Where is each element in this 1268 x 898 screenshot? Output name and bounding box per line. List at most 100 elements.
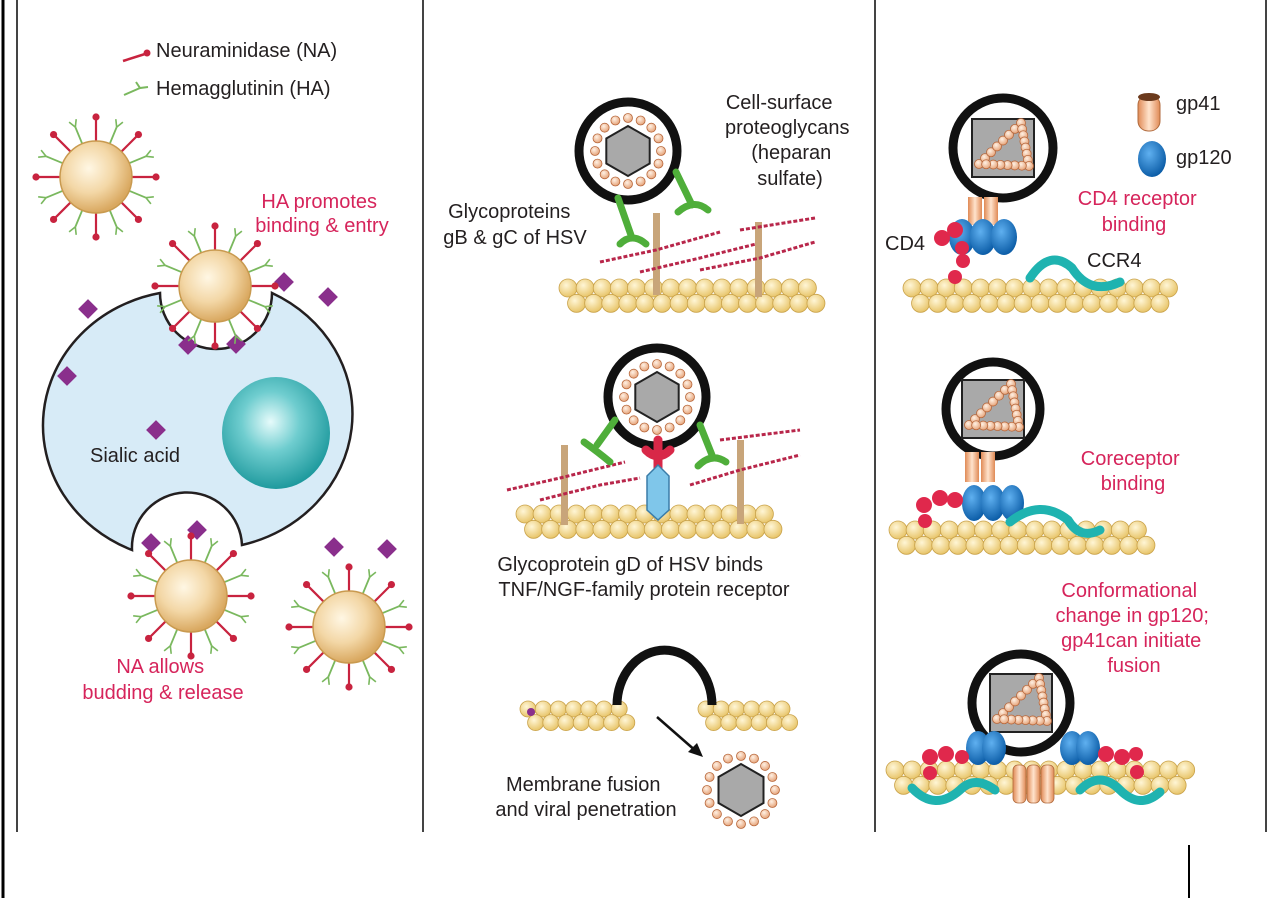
capsomer [656,146,666,156]
panel-middle: Cell-surface proteoglycans (heparan sulf… [443,92,849,829]
hiv-virion-1 [948,93,1058,203]
lipid-bead [914,535,934,555]
capsomer [646,169,657,180]
lipid-bead [695,519,714,539]
lipid-bead [999,535,1019,555]
na-spike-head [253,324,262,333]
influenza-virion-released [285,563,413,691]
na-spike [147,620,167,640]
na-spike [305,583,325,603]
cd4-binding-line2: binding [1102,214,1167,236]
ha-spike-branch [74,119,77,128]
na-spike-head [49,215,58,224]
na-spike-head [144,549,153,558]
coreceptor-line2: binding [1101,473,1166,495]
membrane-r2 [888,520,1156,555]
lipid-bead [996,775,1016,795]
na-spike-head [211,222,219,230]
ha-spike-branch [74,226,77,235]
glycoproteins-line2: gB & gC of HSV [443,227,587,249]
lipid-bead [962,293,982,313]
ha-spike [128,155,147,165]
lipid-bead [1136,535,1156,555]
capsomer [628,368,639,379]
capsomer [599,169,610,180]
ha-spike-branch [38,155,47,158]
fusion-caption: Membrane fusion and viral penetration [495,774,676,821]
capsomer [767,772,778,782]
na-spike-head [229,634,238,643]
influenza-virion [32,113,160,241]
na-spike-head [49,130,58,139]
capsomer [619,392,629,402]
lipid-bead [781,714,798,731]
capsomer [664,422,675,433]
ha-spike-branch [145,197,152,205]
na-spike-head [253,239,262,248]
ha-spike [169,545,179,564]
ha-spike [140,608,159,618]
capsomer [760,809,770,819]
capsomer [590,146,600,156]
capsomer [592,133,603,144]
lipid-bead [1133,293,1153,313]
lipid-bead [712,519,732,539]
gd-caption: Glycoprotein gD of HSV binds TNF/NGF-fam… [497,554,790,601]
na-caption-line1: NA allows [116,656,204,678]
na-caption: NA allows budding & release [82,656,243,704]
lipid-bead [1013,293,1033,313]
lipid-bead [996,293,1016,313]
na-spike-head [271,282,279,290]
capsomer [682,379,693,390]
na-spike-head [168,239,177,248]
glycoprotein-gd-receptor [641,435,675,522]
ha-spike [223,574,242,584]
ha-spike [164,298,183,308]
gp41-stalk-1 [968,197,998,225]
conformational-line1: Conformational [1061,580,1197,602]
ha-spike-branch [368,676,371,685]
ha-spike-branch [234,335,237,344]
lipid-bead [643,519,663,539]
na-spike [52,201,72,221]
capsomer [664,361,675,372]
na-spike-head [168,324,177,333]
ha-spike-branch [240,574,249,577]
lipid-bead [931,535,951,555]
lipid-bead [1030,293,1050,313]
ha-spike-branch [193,335,196,344]
lipid-bead [524,519,543,539]
ha-spike [223,608,242,618]
lipid-bead [1167,775,1187,795]
lipid-bead [755,504,774,524]
lipid-bead [678,519,697,539]
influenza-virion-budding [127,532,255,660]
ha-spike-branch [240,616,247,624]
ccr4-coreceptor-2 [1005,505,1105,538]
capsomer [685,392,695,402]
hiv-virion-2 [941,357,1045,461]
ha-spike [193,318,203,337]
sialic-acid-label: Sialic acid [90,445,180,467]
ha-spike-branch [145,155,154,158]
lipid-bead [588,714,605,731]
lipid-bead [1033,535,1053,555]
conformational-line4: fusion [1107,655,1160,677]
na-spike-head [302,665,311,674]
na-spike-head [387,665,396,674]
hiv-capsid-bead [1004,702,1014,713]
ha-spike [169,628,179,647]
capsomer [653,158,664,169]
ha-spike-branch [210,538,213,547]
gp120-legend-icon [1138,141,1166,177]
lipid-bead [703,293,723,313]
hiv-capsid-bead [1004,129,1014,140]
lipid-bead [945,293,965,313]
capsomer [767,798,778,808]
ha-spike-branch [145,196,154,199]
lipid-bead [557,714,575,731]
lipid-bead [1082,293,1101,313]
ha-spike-branch [68,121,76,128]
lipid-bead [735,714,753,731]
na-spike-head [92,233,100,241]
